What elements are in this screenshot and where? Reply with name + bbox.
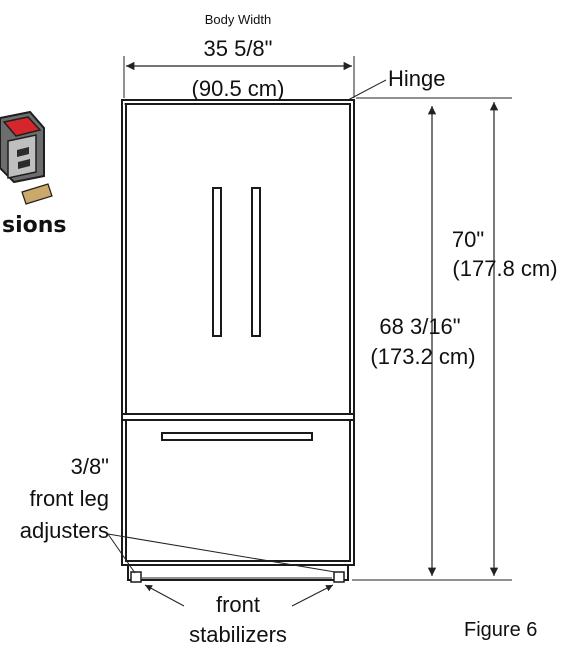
right-front-leg [333,571,345,583]
total-height-inches: 70" [452,227,484,252]
body-height-dimension: 68 3/16" (173.2 cm) [370,106,476,576]
left-front-leg [130,571,142,583]
stabilizer-leader-right [291,584,334,607]
body-height-inches: 68 3/16" [379,314,460,339]
freezer-drawer [125,419,351,562]
right-door-handle [251,187,261,337]
refrigerator [121,99,355,583]
freezer-handle [161,432,313,441]
front-stabilizers-callout: front stabilizers [144,584,334,647]
stabilizers-line1: front [216,592,260,617]
base-stabilizer-plate [127,564,349,581]
body-width-dimension: Body Width 35 5/8" (90.5 cm) [123,12,355,101]
logo-text: sions [2,213,67,238]
body-width-inches: 35 5/8" [204,36,273,61]
body-width-title: Body Width [205,12,271,27]
total-height-centimeters: (177.8 cm) [452,256,557,281]
leg-adjusters-size: 3/8" [71,454,109,479]
stabilizers-line2: stabilizers [189,622,287,647]
figure-caption: Figure 6 [464,619,537,641]
leg-adjuster-leader-right [107,533,336,573]
leg-adjusters-line3: adjusters [20,518,109,543]
upper-doors [125,103,351,415]
body-width-centimeters: (90.5 cm) [192,76,285,101]
front-leg-adjusters-callout: 3/8" front leg adjusters [20,454,336,574]
stabilizer-leader-left [144,584,185,607]
leg-adjusters-line2: front leg [30,486,110,511]
left-door-handle [212,187,222,337]
body-height-centimeters: (173.2 cm) [370,344,475,369]
dimensions-appliance-icon [0,110,53,205]
hinge-label: Hinge [388,66,445,91]
leg-adjuster-leader-left [107,533,136,574]
hinge-leader [347,79,387,101]
total-height-dimension: 70" (177.8 cm) [352,97,558,581]
hinge-callout: Hinge [347,66,445,101]
dimensions-logo: sions [0,110,67,238]
